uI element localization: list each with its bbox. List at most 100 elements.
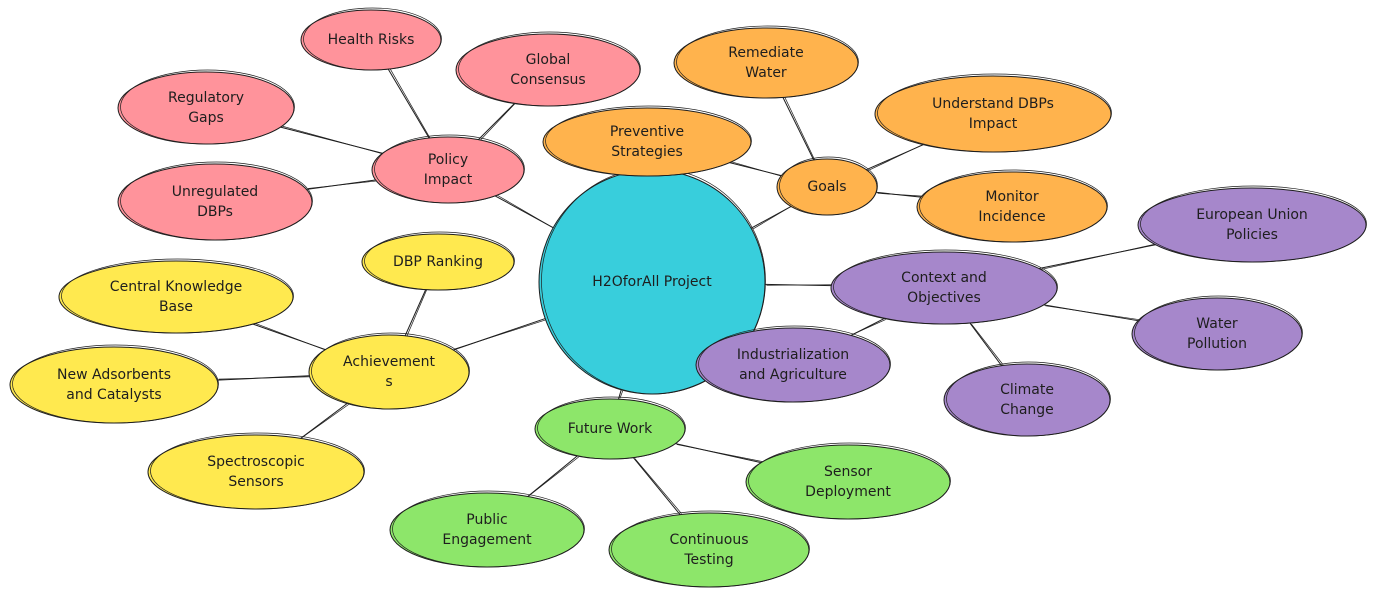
label-line: DBPs bbox=[197, 204, 233, 220]
label-line: Future Work bbox=[567, 421, 653, 437]
connector-center-policy bbox=[496, 194, 555, 230]
label-line: Global bbox=[525, 52, 571, 68]
label-line: New Adsorbents bbox=[57, 367, 171, 383]
node-consensus[interactable] bbox=[455, 31, 641, 107]
node-sketch-outline bbox=[364, 231, 515, 291]
node-sketch-outline bbox=[698, 325, 891, 403]
connector-policy-health bbox=[389, 67, 431, 140]
connector-achievements-knowledge bbox=[254, 322, 327, 351]
connector-policy-regulatory bbox=[281, 125, 385, 155]
label-line: Preventive bbox=[609, 124, 685, 140]
label-line: Remediate bbox=[728, 45, 804, 61]
node-label-ranking: DBP Ranking bbox=[393, 252, 483, 272]
node-sketch-outline bbox=[748, 442, 951, 520]
node-sketch-outline bbox=[120, 69, 295, 145]
label-line: and Agriculture bbox=[739, 367, 847, 383]
node-sketch-outline bbox=[676, 25, 859, 99]
node-testing[interactable] bbox=[608, 510, 810, 588]
connector-policy-health bbox=[387, 68, 430, 139]
node-policy[interactable] bbox=[371, 134, 525, 204]
node-goals[interactable] bbox=[776, 156, 878, 216]
node-ranking[interactable] bbox=[361, 231, 515, 291]
label-line: Policy bbox=[427, 152, 469, 168]
label-line: Consensus bbox=[510, 72, 586, 88]
node-sketch-outline bbox=[12, 344, 219, 424]
node-knowledge[interactable] bbox=[58, 258, 294, 334]
connector-achievements-sensors bbox=[302, 404, 349, 438]
node-context[interactable] bbox=[830, 249, 1058, 325]
connector-center-goals bbox=[752, 205, 793, 230]
node-label-future: Future Work bbox=[568, 419, 653, 439]
connector-policy-consensus bbox=[477, 103, 515, 141]
node-sensors[interactable] bbox=[147, 432, 365, 510]
node-sketch-outline bbox=[919, 169, 1108, 243]
connector-policy-unregulated bbox=[308, 180, 378, 189]
node-eu[interactable] bbox=[1137, 185, 1367, 263]
node-label-achievements: Achievement s bbox=[343, 352, 435, 392]
node-preventive[interactable] bbox=[542, 105, 752, 177]
node-sketch-outline bbox=[833, 249, 1058, 325]
label-line: Water bbox=[1196, 316, 1238, 332]
node-sketch-outline bbox=[120, 161, 313, 241]
node-future[interactable] bbox=[534, 396, 686, 460]
label-line: Central Knowledge bbox=[109, 279, 243, 295]
node-monitor[interactable] bbox=[916, 169, 1108, 243]
node-regulatory[interactable] bbox=[117, 69, 295, 145]
label-line: Unregulated bbox=[171, 184, 259, 200]
node-sketch-outline bbox=[1134, 295, 1303, 371]
label-line: Sensor bbox=[823, 464, 872, 480]
label-line: Deployment bbox=[805, 484, 891, 500]
node-unregulated[interactable] bbox=[117, 161, 313, 241]
connector-goals-remediate bbox=[782, 97, 815, 161]
connector-center-future bbox=[618, 389, 622, 400]
label-line: Public bbox=[466, 512, 508, 528]
label-line: DBP Ranking bbox=[393, 254, 483, 270]
label-line: Gaps bbox=[188, 110, 224, 126]
node-understand[interactable] bbox=[874, 73, 1112, 153]
node-achievements[interactable] bbox=[308, 332, 470, 410]
label-line: Strategies bbox=[611, 144, 683, 160]
label-line: Health Risks bbox=[327, 32, 415, 48]
label-line: Water bbox=[745, 65, 787, 81]
node-label-industrial: Industrialization and Agriculture bbox=[737, 345, 849, 385]
node-health[interactable] bbox=[300, 7, 442, 71]
connector-context-eu bbox=[1040, 243, 1158, 270]
node-sketch-outline bbox=[545, 105, 752, 177]
label-line: Engagement bbox=[442, 532, 532, 548]
node-label-goals: Goals bbox=[807, 177, 846, 197]
label-line: Industrialization bbox=[736, 347, 850, 363]
node-adsorbents[interactable] bbox=[9, 344, 219, 424]
connector-achievements-ranking bbox=[404, 289, 427, 336]
label-line: s bbox=[385, 374, 393, 390]
connector-context-climate bbox=[971, 323, 1004, 365]
node-remediate[interactable] bbox=[673, 25, 859, 99]
node-public[interactable] bbox=[389, 490, 585, 568]
node-deployment[interactable] bbox=[745, 442, 951, 520]
label-line: Achievement bbox=[343, 354, 435, 370]
node-pollution[interactable] bbox=[1131, 295, 1303, 371]
node-climate[interactable] bbox=[943, 361, 1111, 437]
node-industrial[interactable] bbox=[695, 325, 891, 403]
label-line: Objectives bbox=[907, 290, 981, 306]
connector-future-testing bbox=[632, 457, 681, 515]
connector-future-deployment bbox=[676, 444, 763, 462]
node-sketch-outline bbox=[611, 510, 810, 588]
connector-policy-consensus bbox=[479, 102, 517, 141]
node-sketch-outline bbox=[374, 134, 525, 204]
node-label-center: H2OforAll Project bbox=[592, 272, 711, 292]
label-line: Regulatory bbox=[167, 90, 245, 106]
